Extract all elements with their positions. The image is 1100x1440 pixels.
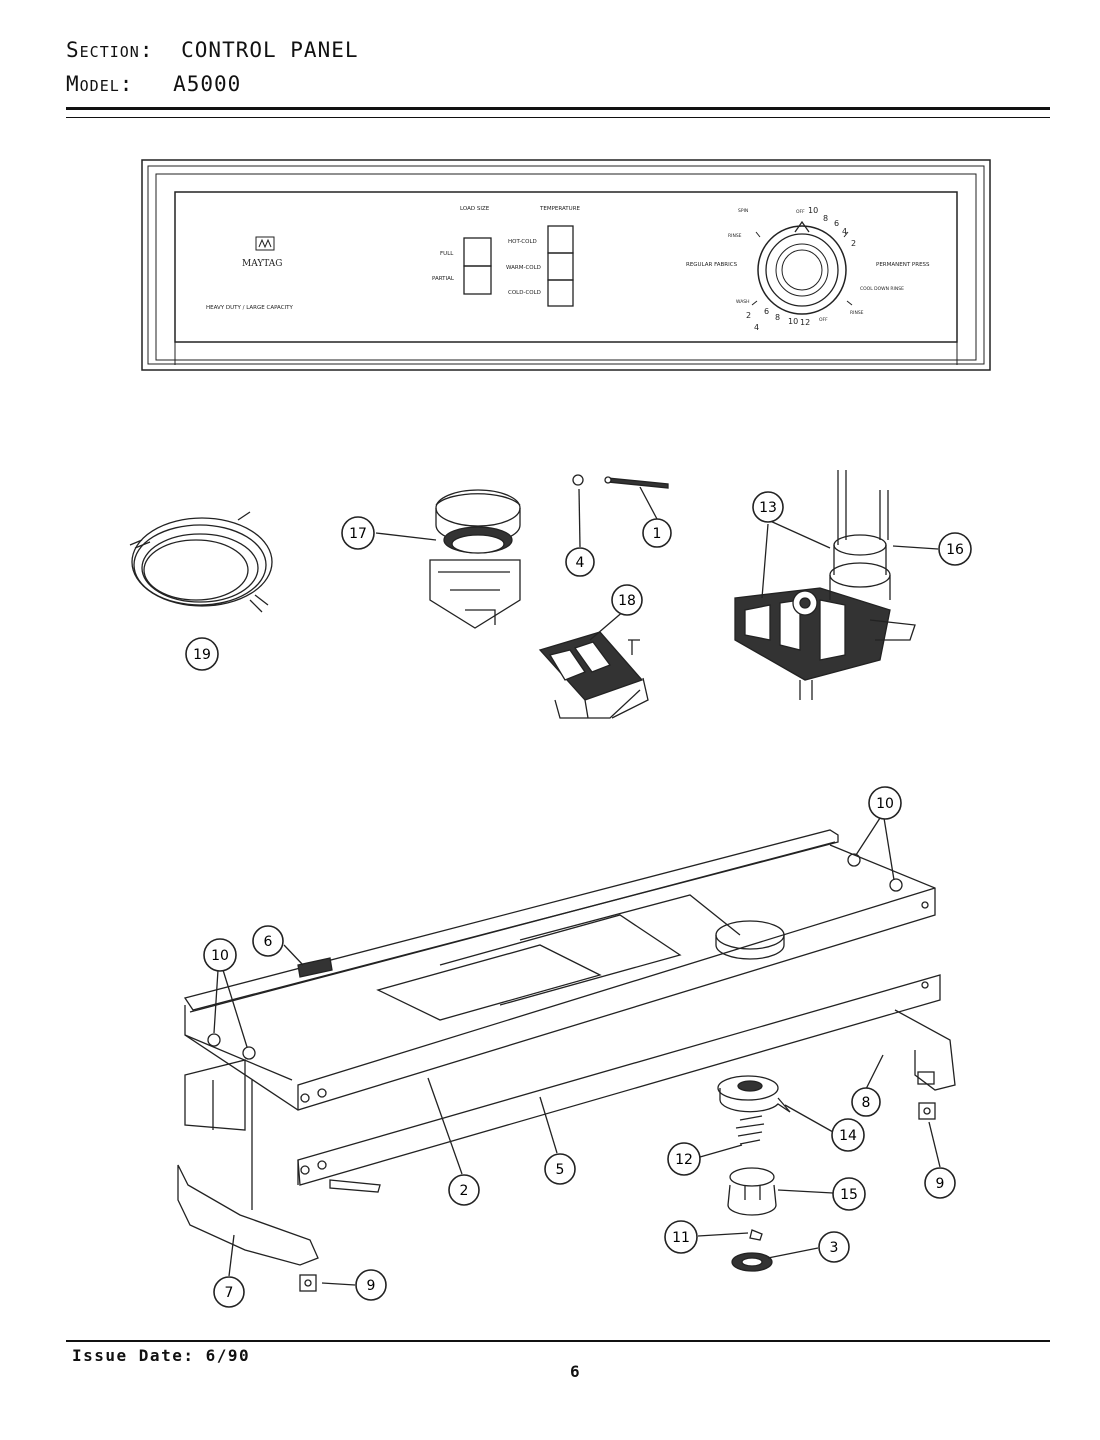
dial-num-3: 4 (842, 227, 847, 236)
callout-10-left: 10 (203, 938, 237, 972)
svg-text:1: 1 (653, 526, 662, 542)
callout-13: 13 (752, 491, 784, 523)
control-panel-front (141, 159, 991, 371)
load-size-title: LOAD SIZE (460, 206, 490, 212)
svg-text:10: 10 (211, 948, 229, 964)
switch-block-part (538, 631, 649, 719)
callout-7: 7 (213, 1276, 245, 1308)
regular-fabrics-label: REGULAR FABRICS (686, 262, 738, 268)
callout-5: 5 (544, 1153, 576, 1185)
callout-10-right: 10 (868, 786, 902, 820)
svg-text:4: 4 (576, 555, 585, 571)
callout-11: 11 (664, 1220, 698, 1254)
svg-text:11: 11 (672, 1230, 690, 1246)
svg-text:6: 6 (264, 934, 273, 950)
svg-text:18: 18 (618, 593, 636, 609)
load-partial-label: PARTIAL (432, 276, 455, 282)
callout-18: 18 (611, 584, 643, 616)
knob-assembly-part (717, 1075, 791, 1272)
dial-small-3: WASH (736, 299, 750, 305)
temp-hot-cold: HOT-COLD (508, 239, 537, 245)
callout-15: 15 (832, 1177, 866, 1211)
dial-num-1: 8 (823, 214, 828, 223)
svg-text:14: 14 (839, 1128, 857, 1144)
section-label: Section: (66, 38, 154, 62)
dial-small-0: OFF (796, 209, 805, 215)
dial-small-labels: OFF SPIN RINSE WASH OFF RINSE COOL DOWN … (728, 208, 904, 323)
callout-6: 6 (252, 925, 284, 957)
dial-num-10: 12 (800, 318, 810, 327)
section-value: CONTROL PANEL (181, 38, 359, 62)
callout-12: 12 (667, 1142, 701, 1176)
dial-num-4: 2 (851, 239, 856, 248)
svg-text:2: 2 (460, 1183, 469, 1199)
page-number: 6 (570, 1362, 582, 1381)
panel-labels: MAYTAG HEAVY DUTY / LARGE CAPACITY LOAD … (206, 206, 930, 332)
section-line: Section: CONTROL PANEL (66, 38, 359, 62)
svg-text:17: 17 (349, 526, 367, 542)
dial-num-0: 10 (808, 206, 818, 215)
leader-lines (213, 486, 941, 1286)
dial-small-5: RINSE (850, 310, 864, 316)
model-line: Model: A5000 (66, 72, 241, 96)
dial-num-5: 2 (746, 311, 751, 320)
callout-14: 14 (831, 1118, 865, 1152)
timer-motor-part (429, 489, 521, 629)
callout-4: 4 (565, 547, 595, 577)
brand-logo-text: MAYTAG (242, 259, 283, 269)
svg-text:9: 9 (367, 1278, 376, 1294)
small-parts (572, 474, 669, 489)
callouts: 1 4 17 13 16 18 19 10 10 6 8 14 12 15 2 … (185, 491, 972, 1308)
dial-small-1: SPIN (738, 208, 748, 214)
dial-num-8: 8 (775, 313, 780, 322)
dial-numbers: 10 8 6 4 2 2 4 6 8 10 12 (746, 206, 856, 332)
svg-text:7: 7 (225, 1285, 234, 1301)
svg-text:9: 9 (936, 1176, 945, 1192)
callout-2: 2 (448, 1174, 480, 1206)
dial-num-2: 6 (834, 219, 839, 228)
temperature-title: TEMPERATURE (539, 206, 581, 212)
timer-assembly-part (734, 470, 916, 700)
wiring-harness-part (129, 511, 273, 613)
dial-small-6: COOL DOWN RINSE (860, 286, 904, 292)
callout-8: 8 (851, 1087, 881, 1117)
callout-3: 3 (818, 1231, 850, 1263)
header-rule-top (66, 107, 1050, 110)
svg-text:13: 13 (759, 500, 777, 516)
svg-text:15: 15 (840, 1187, 858, 1203)
capacity-text: HEAVY DUTY / LARGE CAPACITY (206, 305, 294, 311)
callout-1: 1 (642, 518, 672, 548)
dial-num-6: 4 (754, 323, 759, 332)
permanent-press-label: PERMANENT PRESS (876, 262, 930, 268)
svg-text:16: 16 (946, 542, 964, 558)
header-rule-bottom (66, 117, 1050, 118)
console-frame-part (177, 829, 956, 1266)
dial-num-9: 10 (788, 317, 798, 326)
dial-small-4: OFF (819, 317, 828, 323)
dial-num-7: 6 (764, 307, 769, 316)
issue-date: Issue Date: 6/90 (72, 1346, 251, 1365)
svg-text:19: 19 (193, 647, 211, 663)
svg-text:8: 8 (862, 1095, 871, 1111)
load-full-label: FULL (440, 251, 454, 257)
svg-text:5: 5 (556, 1162, 565, 1178)
svg-text:12: 12 (675, 1152, 693, 1168)
dial-small-2: RINSE (728, 233, 742, 239)
callout-16: 16 (938, 532, 972, 566)
svg-text:10: 10 (876, 796, 894, 812)
callout-17: 17 (341, 516, 375, 550)
model-value: A5000 (173, 72, 242, 96)
temp-cold-cold: COLD-COLD (508, 290, 541, 296)
svg-text:3: 3 (830, 1240, 839, 1256)
temp-warm-cold: WARM-COLD (506, 265, 541, 271)
footer-rule (66, 1340, 1050, 1342)
callout-19: 19 (185, 637, 219, 671)
callout-9-right: 9 (924, 1167, 956, 1199)
model-label: Model: (66, 72, 134, 96)
clip-parts (299, 1102, 936, 1292)
callout-9-left: 9 (355, 1269, 387, 1301)
